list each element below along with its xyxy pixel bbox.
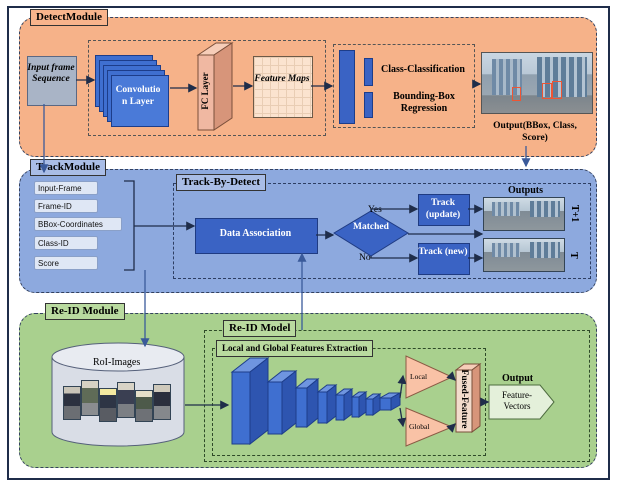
roi-person-crops <box>63 378 173 428</box>
outputs-label: Outputs <box>508 185 544 196</box>
feature-vectors-label: Feature-Vectors <box>502 390 532 411</box>
input-frame-box <box>27 56 77 106</box>
detect-output-label: Output(BBox, Class, Score) <box>493 121 577 143</box>
lgfe-tag: Local and Global Features Extraction <box>216 340 374 357</box>
matched-label: Matched <box>353 222 389 232</box>
field-score: Score <box>34 256 98 270</box>
track-module-tag: TrackModule <box>30 159 106 176</box>
bbox-regression-label: Bounding-Box Regression <box>393 91 455 114</box>
detect-module-tag: DetectModule <box>30 9 108 26</box>
field-bbox-coordinates: BBox-Coordinates <box>34 217 122 231</box>
field-class-id: Class-ID <box>34 236 98 250</box>
detect-output-image <box>481 52 593 114</box>
class-classification-label: Class-Classification <box>381 64 465 75</box>
reid-model-tag: Re-ID Model <box>223 320 297 337</box>
data-association-label: Data Association <box>219 228 292 239</box>
track-by-detect-tag: Track-By-Detect <box>176 174 266 191</box>
head-bar-3 <box>364 92 373 118</box>
feature-maps-label: Feature Maps <box>254 74 310 84</box>
field-input-frame: Input-Frame <box>34 181 98 195</box>
feature-maps-box <box>253 56 313 118</box>
field-frame-id: Frame-ID <box>34 199 98 213</box>
track-new-box <box>418 243 470 275</box>
track-update-label: Track (update) <box>425 198 461 220</box>
head-bar-2 <box>364 58 373 86</box>
conv-layer-label: Convolution Layer <box>115 85 161 107</box>
reid-output-label: Output <box>502 373 534 384</box>
track-update-box <box>418 194 470 226</box>
output-frame-t <box>483 238 565 272</box>
yes-label: Yes <box>368 205 382 215</box>
global-label: Global <box>409 422 430 431</box>
track-new-label: Track (new) <box>418 247 468 257</box>
track-by-detect-box <box>173 183 591 279</box>
reid-module-tag: Re-ID Module <box>45 303 125 320</box>
local-label: Local <box>410 372 428 381</box>
input-frame-label: Input frame Sequence <box>27 63 75 84</box>
output-frame-t1 <box>483 197 565 231</box>
no-label: No <box>359 253 371 263</box>
reid-model-box <box>204 330 590 462</box>
head-bar-1 <box>339 50 355 124</box>
roi-images-label: RoI-Images <box>93 357 141 368</box>
data-association-box <box>195 218 318 254</box>
